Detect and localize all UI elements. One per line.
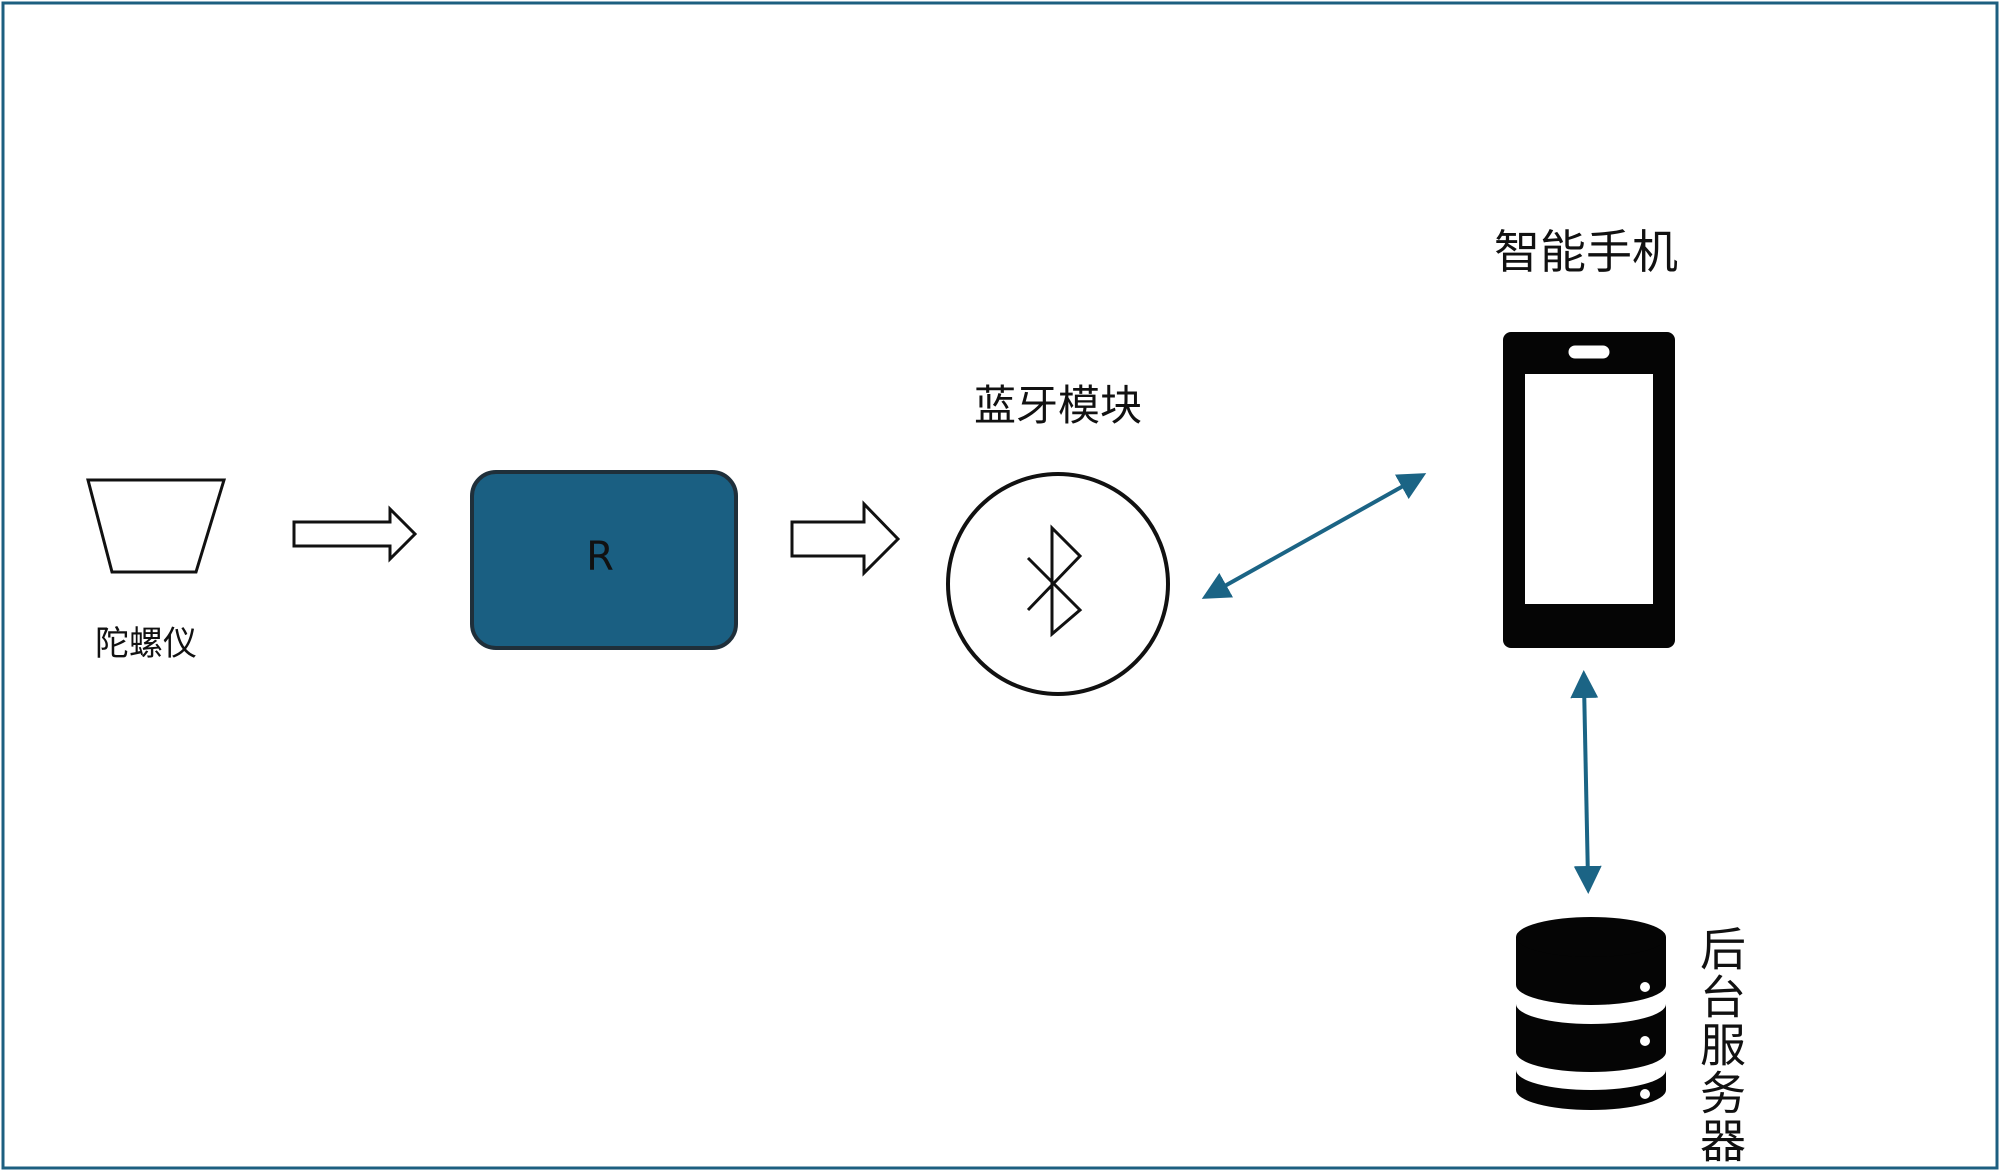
hollow-arrow-controller-to-bluetooth [790, 500, 901, 577]
phone-speaker [1568, 345, 1610, 359]
controller-block [470, 470, 738, 650]
phone-label: 智能手机 [1494, 225, 1678, 279]
bluetooth-label: 蓝牙模块 [974, 381, 1142, 430]
phone-screen [1525, 374, 1653, 604]
hollow-arrow-gyroscope-to-controller [292, 505, 418, 563]
server-label: 后台服务器 [1693, 925, 1747, 1165]
bluetooth-icon [1026, 524, 1083, 638]
gyroscope-shape [86, 478, 227, 574]
link-arrow-bluetooth-phone [1201, 473, 1427, 599]
server-icon [1516, 917, 1666, 1110]
bluetooth-circle [946, 472, 1170, 696]
link-arrow-phone-server [1570, 670, 1602, 894]
gyroscope-label: 陀螺仪 [95, 624, 197, 664]
controller-label: R [586, 534, 614, 580]
